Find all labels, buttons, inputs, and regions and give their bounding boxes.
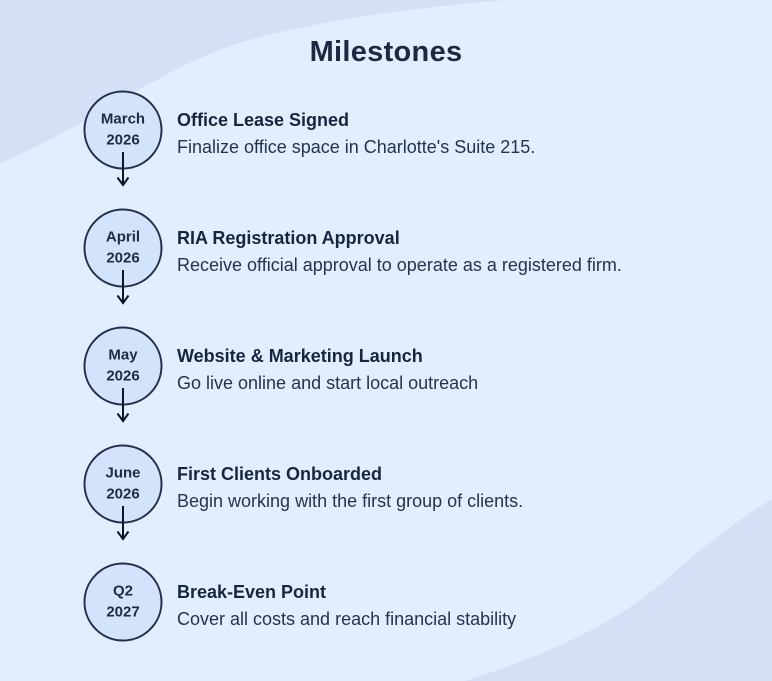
milestone-description: Finalize office space in Charlotte's Sui… (177, 137, 536, 157)
milestone-title: Office Lease Signed (177, 110, 350, 130)
milestone-title: First Clients Onboarded (177, 464, 383, 484)
milestone-description: Go live online and start local outreach (177, 373, 479, 393)
top-left-wave-shape (0, 0, 505, 163)
milestone-marker: June 2026 (83, 425, 163, 543)
arrow-down-icon (116, 388, 130, 423)
milestone-item: Q2 2027 Break-Even Point Cover all costs… (83, 543, 622, 661)
arrow-down-icon (116, 270, 130, 305)
milestone-text: Office Lease Signed Finalize office spac… (163, 99, 535, 161)
milestone-period: May (108, 346, 138, 364)
milestone-description: Begin working with the first group of cl… (177, 491, 524, 511)
arrow-down-icon (116, 152, 130, 187)
milestone-item: June 2026 First Clients Onboarded Begin … (83, 425, 622, 543)
milestone-period: June (105, 464, 141, 482)
milestone-marker: April 2026 (83, 189, 163, 307)
milestone-text: Break-Even Point Cover all costs and rea… (163, 571, 516, 633)
milestone-date-badge: Q2 2027 (83, 562, 163, 642)
milestone-year: 2027 (106, 603, 140, 620)
milestone-year: 2026 (106, 131, 140, 148)
milestone-text: Website & Marketing Launch Go live onlin… (163, 335, 478, 397)
milestone-title: Website & Marketing Launch (177, 346, 423, 366)
milestone-period: Q2 (112, 582, 133, 600)
milestone-title: Break-Even Point (177, 582, 327, 602)
milestone-item: May 2026 Website & Marketing Launch Go l… (83, 307, 622, 425)
milestone-item: March 2026 Office Lease Signed Finalize … (83, 71, 622, 189)
milestone-marker: Q2 2027 (83, 543, 163, 661)
milestone-year: 2026 (106, 249, 140, 266)
page-title: Milestones (309, 36, 463, 68)
milestone-description: Receive official approval to operate as … (177, 255, 622, 275)
milestone-description: Cover all costs and reach financial stab… (177, 609, 517, 629)
arrow-down-icon (116, 506, 130, 541)
bottom-right-wave-shape (465, 499, 772, 681)
milestone-year: 2026 (106, 367, 140, 384)
timeline: March 2026 Office Lease Signed Finalize … (83, 71, 622, 661)
milestone-marker: March 2026 (83, 71, 163, 189)
milestone-period: March (100, 110, 146, 128)
milestone-item: April 2026 RIA Registration Approval Rec… (83, 189, 622, 307)
milestone-title: RIA Registration Approval (177, 228, 400, 248)
milestone-marker: May 2026 (83, 307, 163, 425)
milestone-period: April (105, 228, 141, 246)
milestone-text: First Clients Onboarded Begin working wi… (163, 453, 523, 515)
milestone-text: RIA Registration Approval Receive offici… (163, 217, 622, 279)
milestone-year: 2026 (106, 485, 140, 502)
